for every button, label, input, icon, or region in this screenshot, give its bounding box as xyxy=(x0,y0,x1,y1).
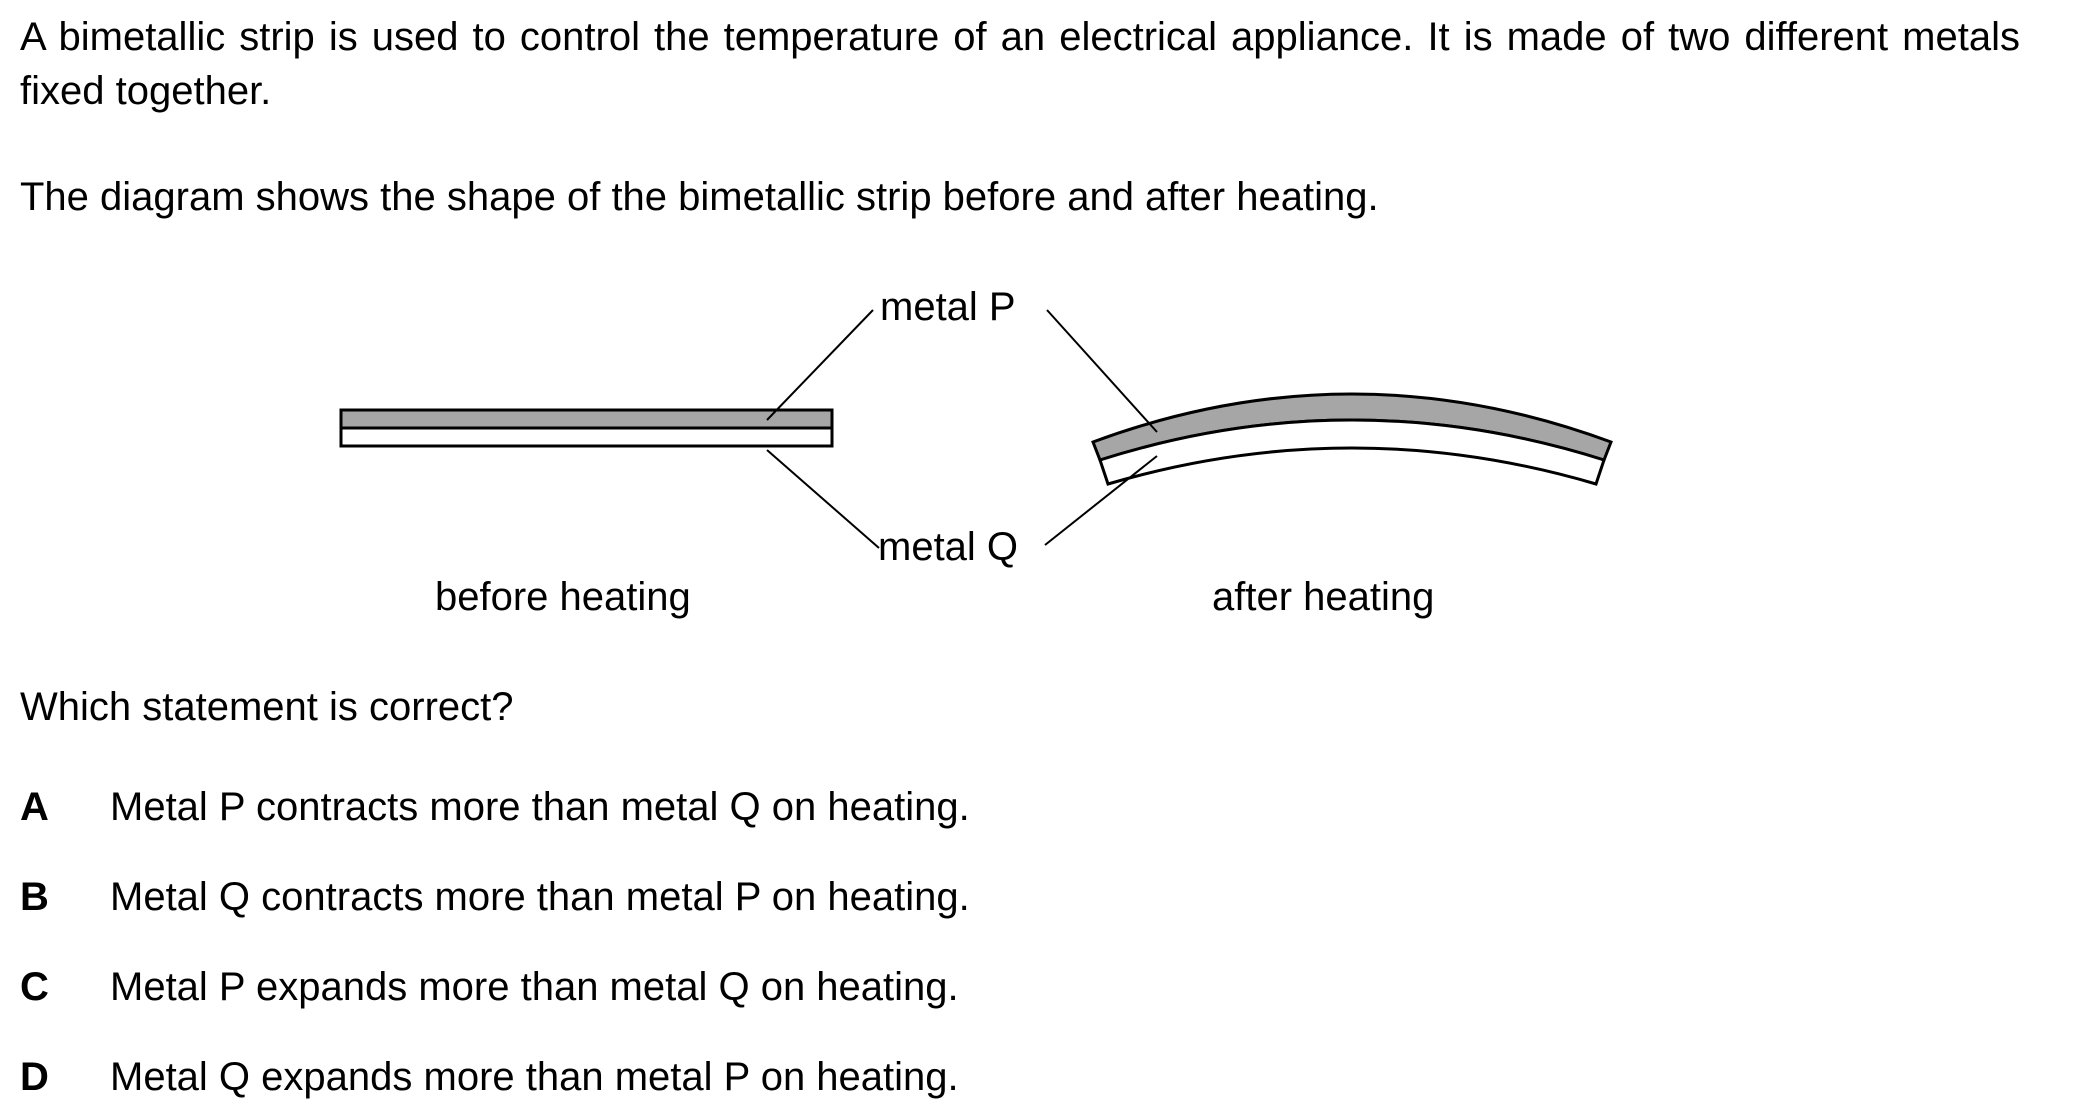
question-intro: A bimetallic strip is used to control th… xyxy=(20,15,2020,113)
option-letter: B xyxy=(20,875,49,919)
option-letter: C xyxy=(20,965,49,1009)
straight-strip-metal-p xyxy=(339,408,834,430)
straight-strip-metal-q xyxy=(339,426,834,448)
leader-p-before xyxy=(766,309,874,421)
straight-strip xyxy=(339,408,834,448)
option-text: Metal P expands more than metal Q on hea… xyxy=(110,965,959,1009)
label-metal-p: metal P xyxy=(880,285,1016,329)
option-text: Metal P contracts more than metal Q on h… xyxy=(110,785,970,829)
leader-p-after xyxy=(1046,309,1158,433)
label-metal-q: metal Q xyxy=(878,525,1018,569)
label-after-heating: after heating xyxy=(1212,575,1434,619)
option-text: Metal Q contracts more than metal P on h… xyxy=(110,875,970,919)
bent-strip-metal-q xyxy=(1098,418,1606,486)
question-prompt: Which statement is correct? xyxy=(20,685,514,729)
leader-q-before xyxy=(766,449,880,549)
diagram-caption: The diagram shows the shape of the bimet… xyxy=(20,175,1379,219)
leader-lines xyxy=(766,309,1158,549)
leader-q-after xyxy=(1044,455,1158,546)
option-letter: D xyxy=(20,1055,49,1099)
bent-strip xyxy=(1091,392,1613,486)
label-before-heating: before heating xyxy=(435,575,691,619)
option-text: Metal Q expands more than metal P on hea… xyxy=(110,1055,959,1099)
option-letter: A xyxy=(20,785,49,829)
